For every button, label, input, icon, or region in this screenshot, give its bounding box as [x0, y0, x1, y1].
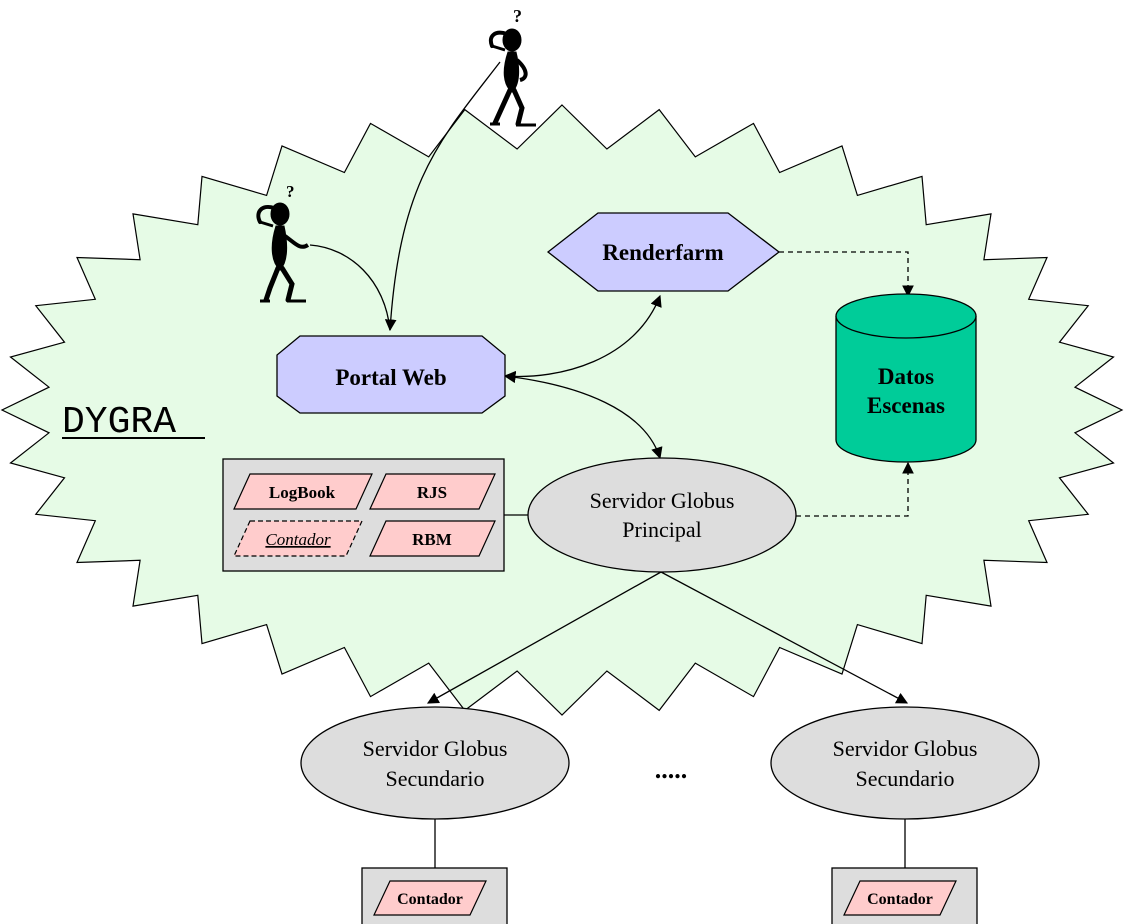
secundario-left-line2: Secundario — [386, 766, 485, 791]
connector-principal-secundario-right — [660, 571, 909, 704]
user-left-question-mark: ? — [286, 182, 295, 201]
dygra-label: DYGRA — [62, 401, 176, 444]
servidor-secundario-left-node — [300, 706, 570, 820]
rjs-label: RJS — [417, 483, 447, 502]
datos-escenas-database: Datos Escenas — [835, 293, 977, 463]
user-figure-top: ? — [488, 6, 536, 127]
secundario-right-line2: Secundario — [856, 766, 955, 791]
datos-label-line1: Datos — [878, 364, 934, 389]
contador-left-module — [373, 880, 487, 916]
rbm-module — [369, 520, 496, 557]
secundario-right-line1: Servidor Globus — [833, 736, 978, 761]
connector-user-top-to-portal — [384, 61, 501, 332]
user-figure-left: ? — [256, 182, 310, 303]
renderfarm-label: Renderfarm — [602, 240, 723, 265]
logbook-module — [233, 473, 373, 510]
contador-left-label: Contador — [397, 891, 463, 908]
portal-web-label: Portal Web — [335, 365, 446, 390]
portal-web-node — [276, 335, 506, 414]
connector-principal-datos — [796, 461, 914, 517]
connector-user-left-to-portal — [309, 244, 391, 331]
connector-principal-secundario-left — [426, 571, 662, 704]
principal-label-line2: Principal — [622, 517, 701, 542]
servidor-principal-node — [527, 457, 797, 573]
contador-label: Contador — [265, 530, 331, 549]
connector-renderfarm-datos — [779, 251, 914, 298]
contador-right-module — [843, 880, 957, 916]
secundario-left-line1: Servidor Globus — [363, 736, 508, 761]
principal-label-line1: Servidor Globus — [590, 488, 735, 513]
user-top-question-mark: ? — [513, 6, 522, 26]
datos-label-line2: Escenas — [867, 393, 945, 418]
servidor-secundario-right-node — [770, 706, 1040, 820]
renderfarm-node — [546, 212, 781, 292]
logbook-label: LogBook — [269, 483, 336, 502]
connector-portal-principal — [503, 371, 663, 460]
rbm-label: RBM — [412, 530, 452, 549]
contador-right-label: Contador — [867, 891, 933, 908]
more-servers-ellipsis: ..... — [655, 755, 688, 784]
rjs-module — [369, 473, 496, 510]
contador-module-dashed — [233, 520, 363, 557]
